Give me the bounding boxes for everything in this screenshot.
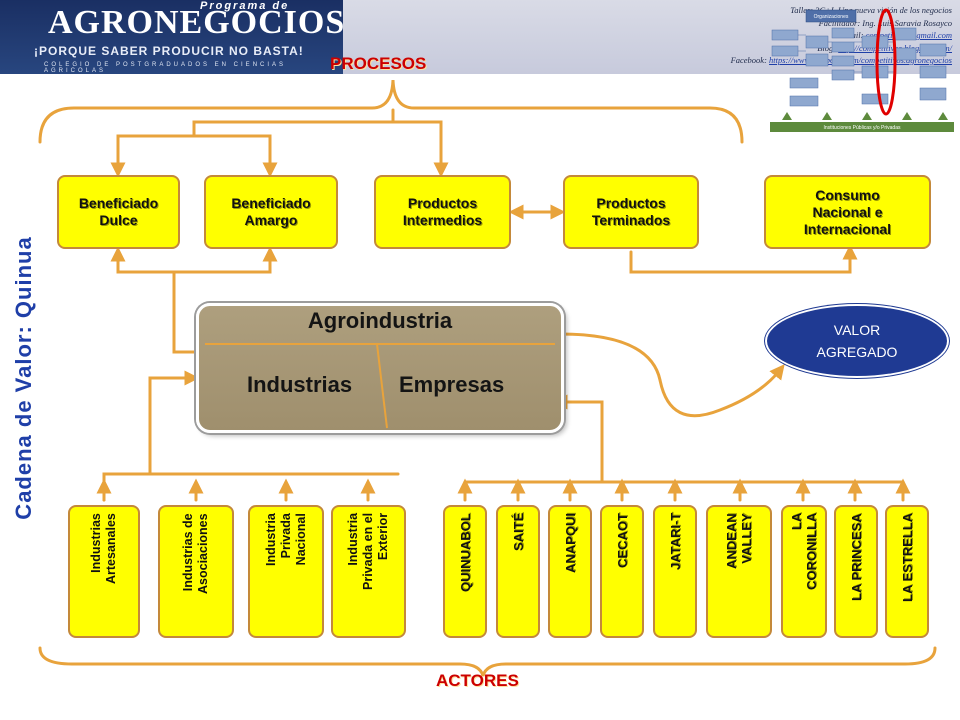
logo-program-text: Programa de xyxy=(200,0,290,12)
logo-slogan: ¡PORQUE SABER PRODUCIR NO BASTA! xyxy=(34,44,304,58)
actor-quinuabol-label: QUINUABOL xyxy=(457,513,473,592)
actor-cecaot: CECAOT xyxy=(600,505,644,638)
agroindustria-box: Agroindustria Industrias Empresas xyxy=(196,303,564,433)
agroindustria-industrias: Industrias xyxy=(247,372,353,397)
actor-industria-privada-exterior-label: Industria Privada en el Exterior xyxy=(346,512,390,590)
actor-industrias-artesanales-label: Industrias Artesanales xyxy=(89,513,118,584)
actor-quinuabol: QUINUABOL xyxy=(443,505,487,638)
actor-la-estrella: LA ESTRELLA xyxy=(885,505,929,638)
actor-jatari-t: JATARI-T xyxy=(653,505,697,638)
box-beneficiado-amargo: Beneficiado Amargo xyxy=(204,175,338,249)
actor-la-estrella-label: LA ESTRELLA xyxy=(899,512,915,602)
conn-brace-to-beneficiado xyxy=(116,108,395,170)
actor-cecaot-label: CECAOT xyxy=(614,513,630,568)
box-beneficiado-dulce: Beneficiado Dulce xyxy=(57,175,180,249)
actor-anapqui: ANAPQUI xyxy=(548,505,592,638)
actor-andean-valley: ANDEAN VALLEY xyxy=(706,505,772,638)
actor-saite-label: SAITÉ xyxy=(510,512,526,551)
thumb-top-box xyxy=(805,9,857,23)
actor-andean-valley-label: ANDEAN VALLEY xyxy=(724,513,754,569)
conn-companies-to-agro xyxy=(463,402,905,484)
box-consumo-nacional-internacional: Consumo Nacional e Internacional xyxy=(764,175,931,249)
slide-header: Programa de AGRONEGOCIOS ¡PORQUE SABER P… xyxy=(0,0,960,74)
procesos-brace xyxy=(38,79,744,144)
logo-main-text: AGRONEGOCIOS xyxy=(48,4,346,41)
box-productos-terminados: Productos Terminados xyxy=(563,175,699,249)
actores-brace xyxy=(38,646,937,677)
info-facilitator: Facilitador: Ing. Luis Saravia Rosayco xyxy=(818,17,952,28)
actor-la-coronilla-label: LA CORONILLA xyxy=(789,512,819,590)
thumb-blocks xyxy=(771,27,947,107)
procesos-label: PROCESOS xyxy=(330,54,427,73)
info-workshop: Taller: 3C+I. Una nueva visión de los ne… xyxy=(790,5,952,15)
mini-value-chain-thumbnail: Organizaciones Instituciones Públicas y/… xyxy=(770,8,954,132)
actor-industrias-asociaciones-label: Industrias de Asociaciones xyxy=(181,513,210,594)
box-productos-intermedios: Productos Intermedios xyxy=(374,175,511,249)
actor-la-coronilla: LA CORONILLA xyxy=(781,505,827,638)
thumb-up-arrows xyxy=(782,112,948,120)
agronegocios-logo: Programa de AGRONEGOCIOS ¡PORQUE SABER P… xyxy=(0,0,346,74)
actor-industrias-artesanales: Industrias Artesanales xyxy=(68,505,140,638)
valor-agregado-oval: VALOR AGREGADO xyxy=(765,304,949,378)
actor-la-princesa: LA PRINCESA xyxy=(834,505,878,638)
agroindustria-empresas: Empresas xyxy=(399,372,505,397)
agroindustria-dividers xyxy=(205,343,555,429)
actor-jatari-t-label: JATARI-T xyxy=(667,512,683,570)
thumb-base-label: Instituciones Públicas y/o Privadas xyxy=(824,125,901,131)
agroindustria-title: Agroindustria xyxy=(307,308,453,333)
actor-industrias-asociaciones: Industrias de Asociaciones xyxy=(158,505,234,638)
actor-industria-privada-nacional: Industria Privada Nacional xyxy=(248,505,324,638)
logo-college: COLEGIO DE POSTGRADUADOS EN CIENCIAS AGR… xyxy=(44,62,287,74)
actor-anapqui-label: ANAPQUI xyxy=(562,513,578,573)
thumb-highlight-oval xyxy=(875,8,897,116)
actor-la-princesa-label: LA PRINCESA xyxy=(848,513,864,601)
conn-brace-to-intermedios xyxy=(391,120,449,178)
actor-industria-privada-nacional-label: Industria Privada Nacional xyxy=(263,513,308,566)
thumb-base-bar xyxy=(770,122,954,132)
side-title: Cadena de Valor: Quinua xyxy=(11,236,36,520)
thumb-connectors xyxy=(798,34,920,73)
conn-agro-to-valor xyxy=(558,332,785,418)
thumb-top-label: Organizaciones xyxy=(814,14,849,20)
facebook-link[interactable]: https://www.facebook.com/competitivos.ag… xyxy=(769,55,952,65)
conn-terminados-consumo xyxy=(629,244,858,274)
actores-label: ACTORES xyxy=(436,671,519,690)
actor-industria-privada-exterior: Industria Privada en el Exterior xyxy=(331,505,406,638)
info-facebook: Facebook: https://www.facebook.com/compe… xyxy=(730,55,952,65)
actor-saite: SAITÉ xyxy=(496,505,540,638)
